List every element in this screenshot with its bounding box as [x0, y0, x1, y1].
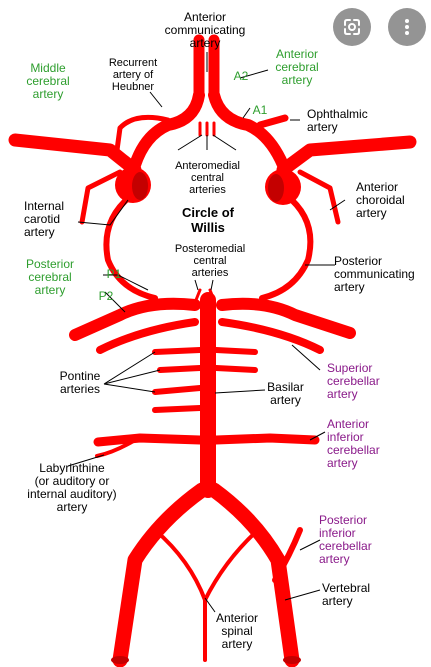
- label-posterior-cerebral: Posterior cerebral artery: [25, 257, 75, 297]
- pontine-1-left: [152, 347, 203, 355]
- label-a1: A1: [252, 103, 268, 117]
- anterior-cerebral-a1-right: [208, 89, 289, 171]
- internal-carotid-sections: [115, 167, 301, 205]
- google-lens-button[interactable]: [333, 8, 371, 46]
- arteries: [8, 34, 417, 667]
- anterior-spinal-artery-right-root: [203, 528, 260, 602]
- anteromedial-central-arteries: [198, 121, 216, 137]
- middle-cerebral-left: [8, 133, 142, 177]
- anterior-choroidal-left: [79, 169, 123, 225]
- pontine-4-left: [152, 405, 203, 413]
- recurrent-artery-of-heubner: [114, 114, 171, 153]
- label-superior-cerebellar: Superior cerebellar artery: [327, 361, 380, 401]
- aica-right: [211, 433, 320, 445]
- more-vertical-icon: [405, 19, 409, 35]
- vertebral-right: [206, 482, 300, 667]
- label-p2: P2: [98, 289, 114, 303]
- anterior-choroidal-right: [297, 169, 341, 225]
- label-a2: A2: [233, 69, 249, 83]
- pontine-3-left: [152, 385, 203, 395]
- posteromedial-central-arteries: [194, 288, 216, 302]
- label-anterior-spinal: Anterior spinal artery: [215, 611, 259, 651]
- pontine-1-right: [213, 347, 258, 355]
- label-labyrinthine: Labyrinthine (or auditory or internal au…: [27, 461, 117, 514]
- posterior-communicating-right: [259, 192, 314, 301]
- pontine-2-right: [213, 365, 258, 373]
- label-ophthalmic: Ophthalmic artery: [307, 107, 368, 134]
- middle-cerebral-right: [276, 135, 417, 177]
- label-anterior-choroidal: Anterior choroidal artery: [356, 180, 405, 220]
- superior-cerebellar-left: [96, 318, 199, 354]
- label-recurrent-heubner: Recurrent artery of Heubner: [108, 57, 158, 93]
- posterior-cerebral-left: [69, 297, 201, 341]
- label-anteromedial-central: Anteromedial central arteries: [175, 160, 240, 196]
- pontine-2-left: [157, 365, 203, 373]
- anterior-spinal-artery: [153, 528, 207, 662]
- page-title: Circle of Willis: [181, 205, 234, 235]
- label-anterior-communicating: Anterior communicating artery: [164, 10, 246, 50]
- label-p1: P1: [106, 267, 122, 281]
- label-middle-cerebral: Middle cerebral artery: [26, 61, 70, 101]
- label-anterior-cerebral: Anterior cerebral artery: [275, 47, 319, 87]
- label-anterior-inferior-cerebellar: Anterior inferior cerebellar artery: [327, 417, 380, 470]
- label-basilar: Basilar artery: [267, 380, 304, 407]
- posterior-communicating-left: [103, 192, 158, 301]
- more-options-button[interactable]: [388, 8, 426, 46]
- leader-lines: [67, 52, 346, 613]
- superior-cerebellar-right: [218, 318, 324, 354]
- anterior-cerebral-a1-left: [129, 89, 205, 171]
- label-vertebral: Vertebral artery: [322, 581, 371, 608]
- label-posterior-communicating: Posterior communicating artery: [334, 254, 415, 294]
- labyrinthine-artery: [95, 438, 137, 458]
- label-posterior-inferior-cerebellar: Posterior inferior cerebellar artery: [319, 513, 372, 566]
- pica-right: [272, 527, 303, 583]
- label-pontine: Pontine arteries: [59, 369, 101, 396]
- label-posteromedial-central: Posteromedial central arteries: [174, 243, 246, 279]
- vertebral-left: [112, 482, 210, 667]
- aica-left: [93, 433, 205, 447]
- ophthalmic-artery-branch: [256, 114, 289, 129]
- label-internal-carotid: Internal carotid artery: [24, 199, 65, 239]
- google-lens-icon: [344, 19, 360, 35]
- posterior-cerebral-right: [216, 297, 356, 339]
